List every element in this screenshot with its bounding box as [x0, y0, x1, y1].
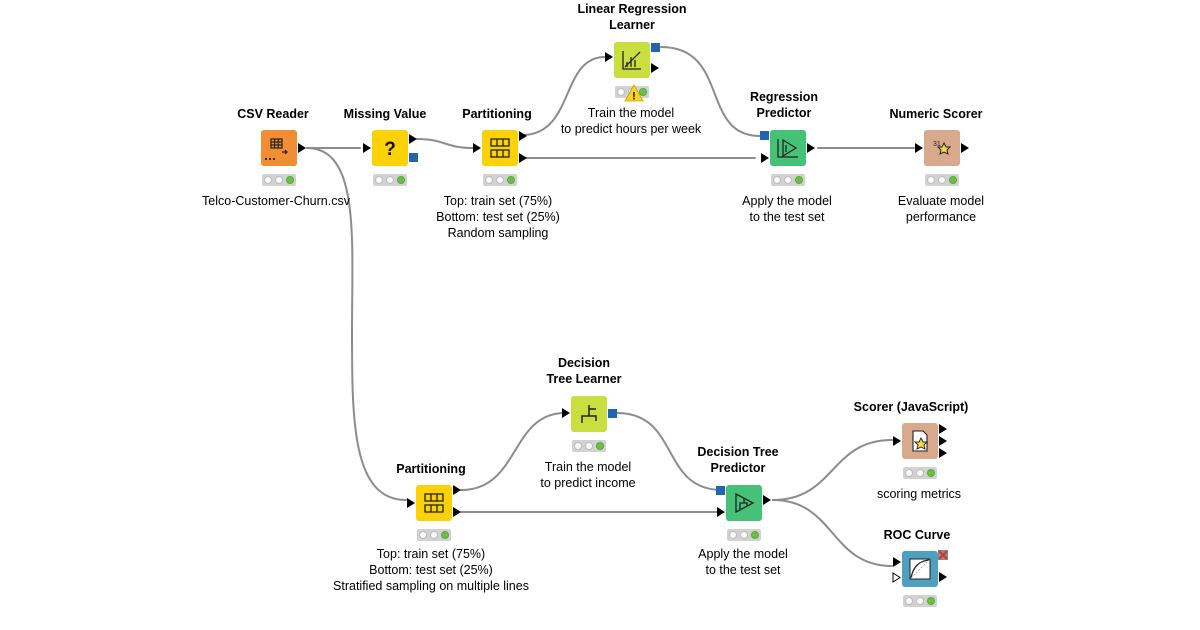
status-partitioning-top [483, 174, 517, 186]
connection-lr-learner-to-regression-predictor[interactable] [660, 46, 761, 137]
title-partitioning-bottom: Partitioning [396, 462, 466, 476]
status-numeric-scorer [925, 174, 959, 186]
title-dt-predictor: Decision Tree Predictor [697, 445, 779, 475]
document-gear-icon [902, 423, 938, 459]
status-dt-learner [572, 440, 606, 452]
input-port[interactable] [363, 143, 371, 153]
output-port[interactable] [939, 572, 947, 582]
title-dt-learner: Decision Tree Learner [546, 356, 622, 386]
partitioning-bottom-node[interactable] [407, 485, 461, 521]
model-input-port[interactable] [716, 486, 725, 495]
title-numeric-scorer: Numeric Scorer [889, 107, 983, 121]
status-scorer-js [903, 467, 937, 479]
note-lr-learner: Train the model to predict hours per wee… [560, 106, 702, 136]
input-port[interactable] [605, 52, 613, 62]
input-port[interactable] [915, 143, 923, 153]
output-port[interactable] [807, 143, 815, 153]
status-missing-value [373, 174, 407, 186]
model-input-port[interactable] [760, 131, 769, 140]
model-output-port[interactable] [651, 43, 660, 52]
warning-triangle-icon[interactable]: ! [624, 84, 644, 102]
output-port-bottom[interactable] [519, 153, 527, 163]
partition-grid-icon [482, 130, 518, 166]
line-chart-icon [614, 42, 650, 78]
note-partitioning-top: Top: train set (75%) Bottom: test set (2… [436, 194, 560, 240]
note-partitioning-bottom: Top: train set (75%) Bottom: test set (2… [333, 547, 529, 593]
note-dt-learner: Train the model to predict income [540, 460, 636, 490]
input-port[interactable] [717, 507, 725, 517]
connection-dt-predictor-to-roc-curve[interactable] [772, 499, 893, 567]
connection-csv-to-partitioning-bottom[interactable] [306, 147, 407, 501]
dt-learner-node[interactable] [562, 396, 617, 432]
title-csv-reader: CSV Reader [237, 107, 309, 121]
note-dt-predictor: Apply the model to the test set [698, 547, 788, 577]
tree-branch-icon [571, 396, 607, 432]
output-port-3[interactable] [939, 448, 947, 458]
missing-value-node[interactable]: ? [363, 130, 418, 166]
connection-missing-to-partitioning[interactable] [416, 138, 474, 149]
question-mark-icon: ? [372, 130, 408, 166]
output-port[interactable] [763, 495, 771, 505]
output-port-top[interactable] [519, 131, 527, 141]
status-regression-predictor [771, 174, 805, 186]
note-regression-predictor: Apply the model to the test set [742, 194, 832, 224]
lr-learner-node[interactable] [605, 42, 660, 78]
table-arrow-icon [261, 130, 297, 166]
roc-curve-node[interactable] [892, 550, 948, 587]
title-regression-predictor: Regression Predictor [749, 90, 819, 120]
status-csv-reader [262, 174, 296, 186]
input-port[interactable] [562, 408, 570, 418]
input-port-optional[interactable] [892, 572, 901, 583]
dt-predictor-node[interactable] [716, 485, 771, 521]
title-lr-learner: Linear Regression Learner [577, 2, 687, 32]
roc-curve-icon [902, 551, 938, 587]
output-port[interactable] [961, 143, 969, 153]
status-partitioning-bottom [417, 529, 451, 541]
title-roc-curve: ROC Curve [883, 528, 951, 542]
connection-dt-predictor-to-scorer-js[interactable] [772, 439, 893, 501]
input-port[interactable] [407, 498, 415, 508]
status-dt-predictor [727, 529, 761, 541]
output-port-1[interactable] [939, 424, 947, 434]
scorer-js-node[interactable] [893, 423, 947, 459]
output-port[interactable] [409, 134, 417, 144]
model-output-port[interactable] [409, 153, 418, 162]
connection-partitioning-to-lr-learner[interactable] [521, 56, 606, 136]
output-port[interactable] [298, 143, 306, 153]
csv-reader-node[interactable] [261, 130, 306, 166]
red-x-icon [938, 550, 948, 560]
output-port-bottom[interactable] [453, 507, 461, 517]
output-port-2[interactable] [939, 436, 947, 446]
status-roc-curve [903, 595, 937, 607]
svg-text:!: ! [632, 91, 636, 103]
connection-dt-learner-to-dt-predictor[interactable] [616, 412, 723, 491]
numeric-scorer-node[interactable]: 31 [915, 130, 969, 166]
output-port-top[interactable] [453, 485, 461, 495]
svg-text:31: 31 [933, 141, 941, 148]
input-port[interactable] [473, 143, 481, 153]
output-port[interactable] [651, 63, 659, 73]
note-csv-reader: Telco-Customer-Churn.csv [202, 194, 350, 208]
connection-partitioning-bottom-to-dt-learner[interactable] [460, 412, 566, 491]
title-missing-value: Missing Value [343, 107, 427, 121]
play-triangle-icon [770, 130, 806, 166]
input-port-data[interactable] [893, 557, 901, 567]
title-partitioning-top: Partitioning [462, 107, 532, 121]
title-scorer-js: Scorer (JavaScript) [853, 400, 969, 414]
gear-star-icon: 31 [924, 130, 960, 166]
input-port[interactable] [893, 436, 901, 446]
note-scorer-js: scoring metrics [876, 487, 962, 501]
model-output-port[interactable] [608, 409, 617, 418]
input-port[interactable] [761, 153, 769, 163]
partition-grid-icon [416, 485, 452, 521]
note-numeric-scorer: Evaluate model performance [897, 194, 985, 224]
regression-predictor-node[interactable] [760, 130, 815, 166]
svg-text:?: ? [384, 139, 396, 160]
play-triangle-icon [726, 485, 762, 521]
partitioning-top-node[interactable] [473, 130, 527, 166]
